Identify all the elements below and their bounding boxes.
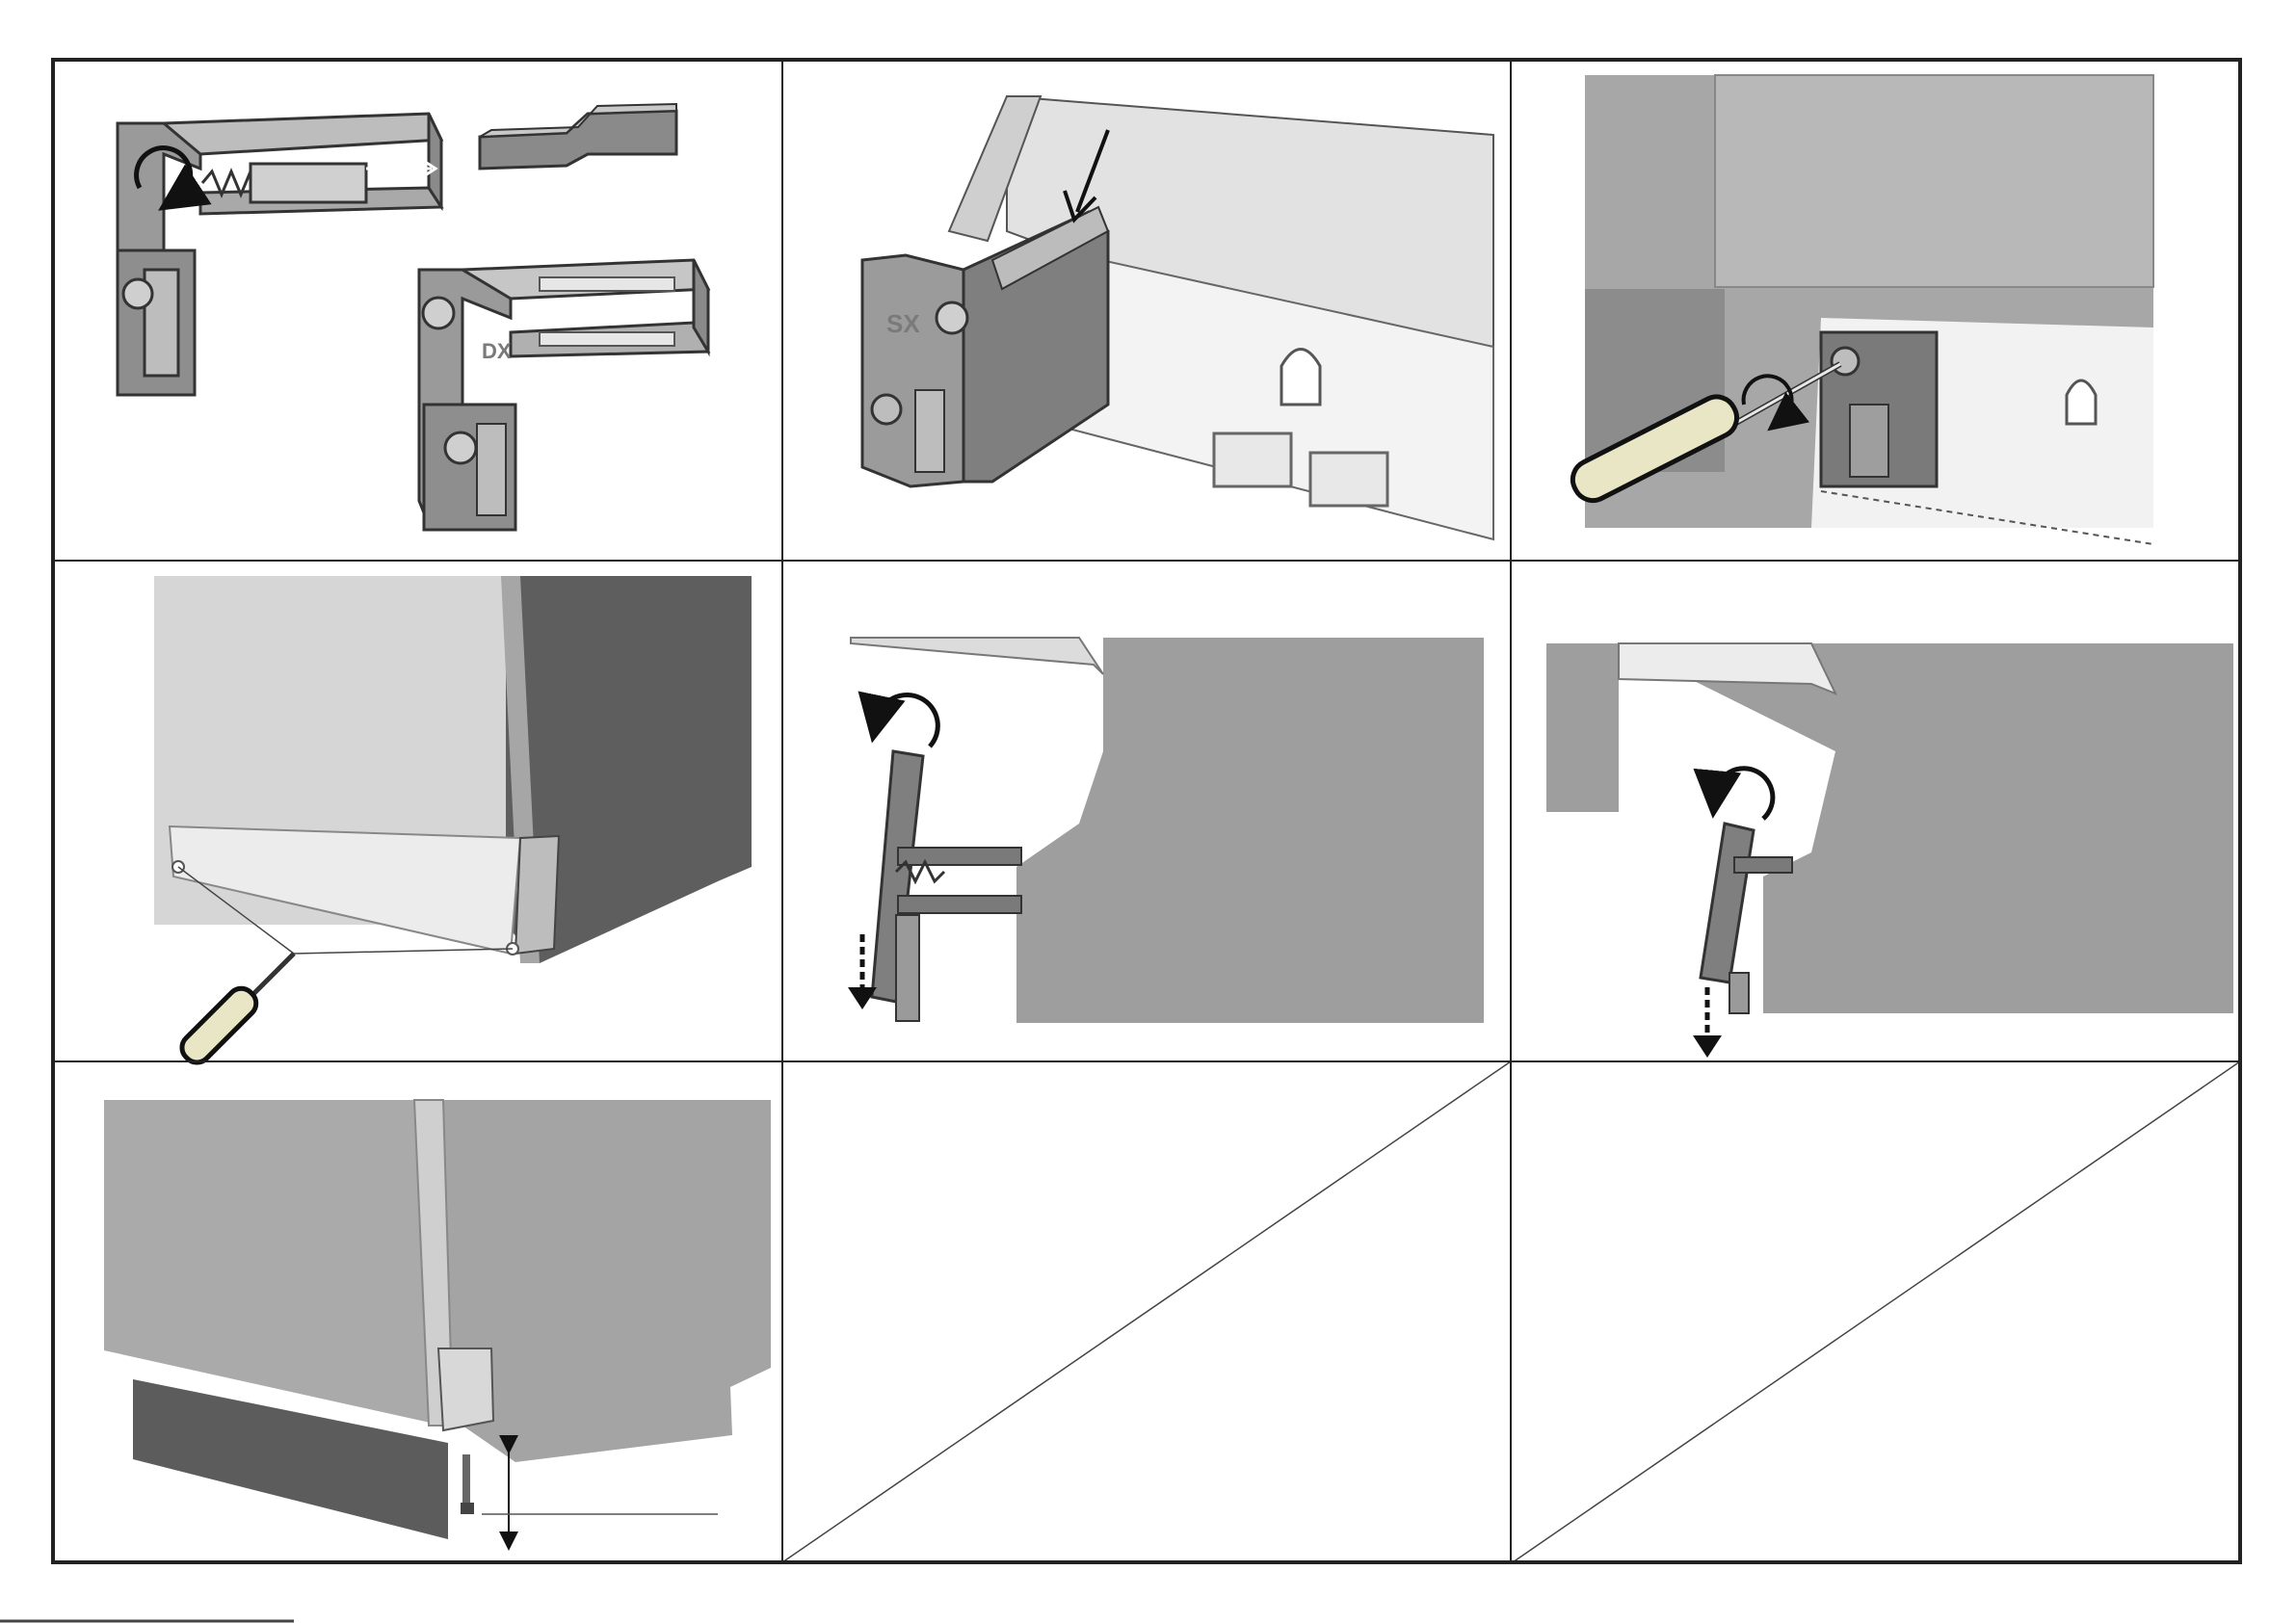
panel-4-door-fix [154, 576, 752, 1068]
panel-3-tighten-screw [1566, 75, 2153, 544]
bracket-mark-dx: DX [482, 339, 512, 363]
panel-2-bracket-onto-rail: SX [862, 96, 1493, 539]
panel-9-empty [1513, 1061, 2240, 1562]
panel-8-empty [782, 1061, 1511, 1562]
insert-piece [480, 104, 676, 169]
rotate-arrow-icon [877, 694, 937, 746]
panel-6-lower-plinth [1546, 643, 2233, 1058]
pull-out-arrow-icon [366, 156, 435, 181]
screwdriver-icon [176, 954, 294, 1068]
assembled-bracket: DX [419, 260, 708, 530]
down-arrow-icon [1693, 987, 1722, 1058]
bracket-mark-sx: SX [886, 309, 920, 338]
panel-1-bracket-adjust: DX [118, 104, 708, 530]
rotate-arrow-icon [1715, 769, 1773, 819]
panel-5-lower-plinth [848, 638, 1484, 1023]
panel-7-plinth-height [104, 1100, 771, 1541]
